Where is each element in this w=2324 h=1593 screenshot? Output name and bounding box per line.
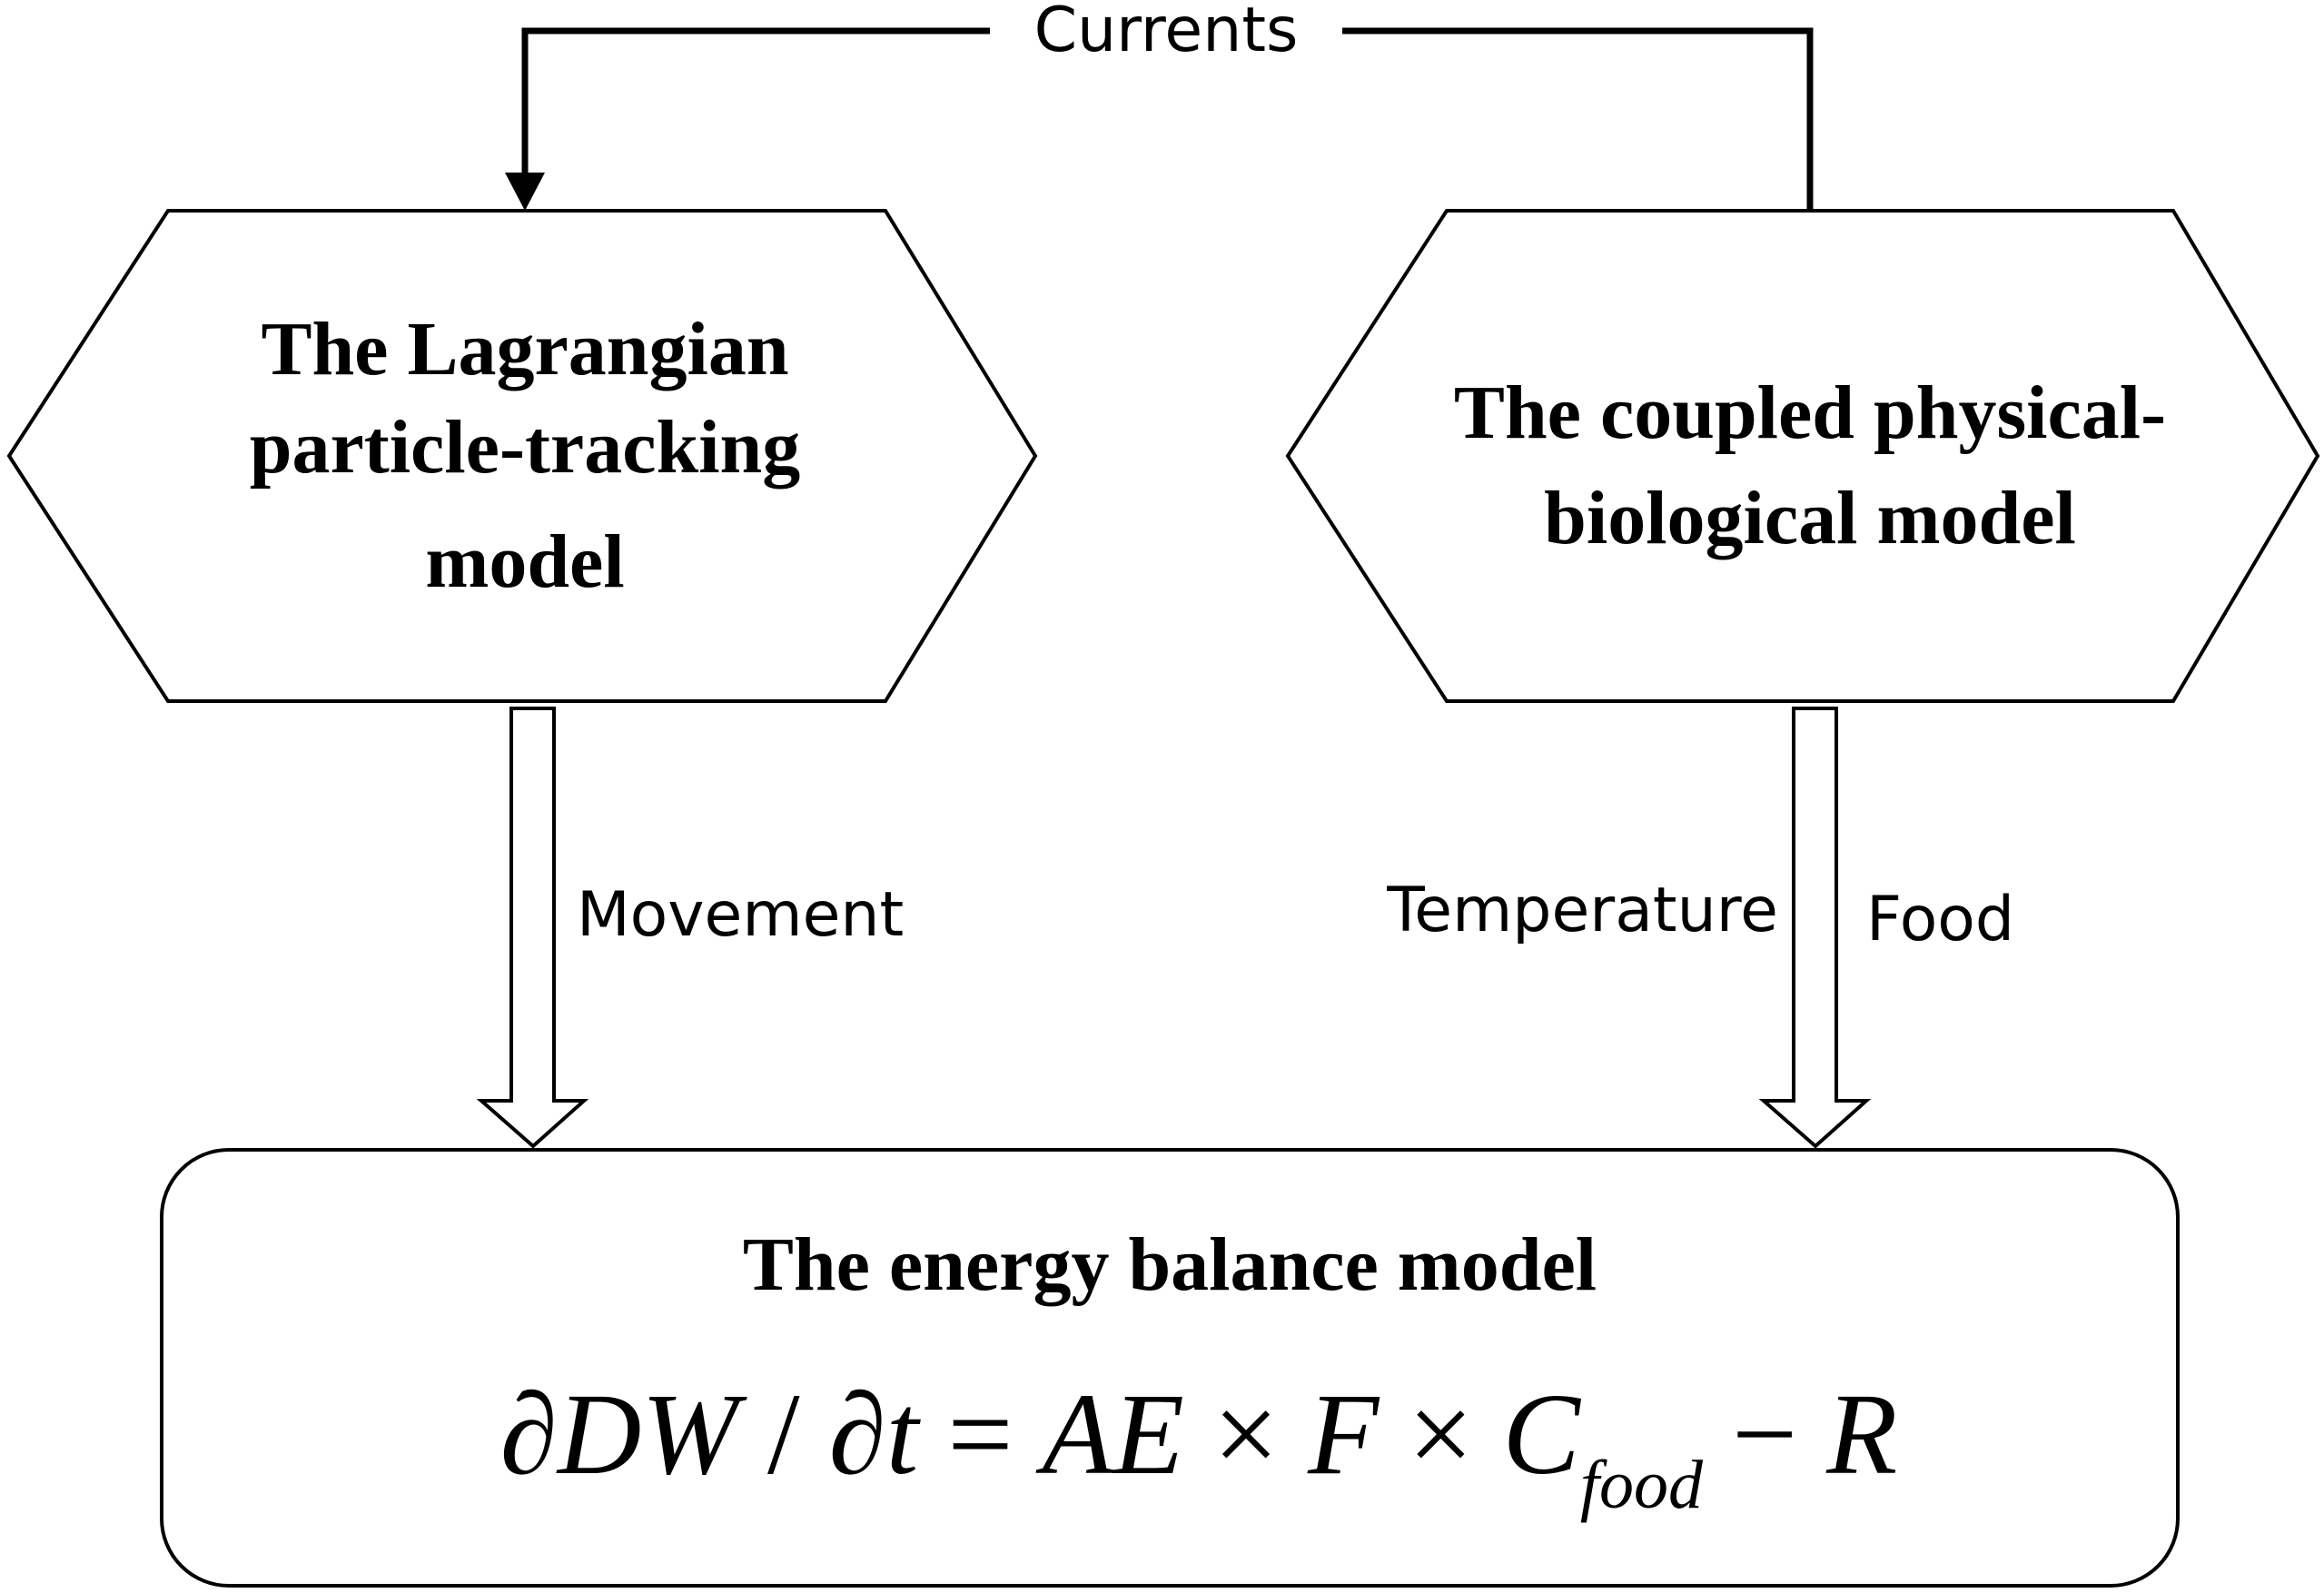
currents-line-left	[521, 27, 990, 182]
coupled-title-line-2: biological model	[1544, 476, 2076, 560]
formula-slash: /	[738, 1370, 829, 1499]
formula-c: C	[1502, 1370, 1581, 1499]
formula-t: t	[886, 1370, 922, 1499]
formula-times-1: ×	[1184, 1370, 1308, 1499]
formula-c-subscript: food	[1580, 1447, 1704, 1523]
lagrangian-model-node: The Lagrangian particle-tracking model	[6, 209, 1038, 703]
currents-arrowhead	[505, 173, 545, 211]
currents-line-right	[1342, 27, 1814, 211]
energy-balance-title: The energy balance model	[743, 1222, 1597, 1307]
formula-ae: AE	[1036, 1370, 1184, 1499]
formula-r: R	[1825, 1370, 1897, 1499]
energy-balance-node: The energy balance model ∂DW / ∂t = AE ×…	[160, 1148, 2180, 1588]
temperature-label: Temperature	[1386, 875, 1778, 946]
lagrangian-hexagon	[6, 209, 1038, 703]
lagrangian-title-line-3: model	[425, 519, 624, 604]
formula-equals: =	[918, 1370, 1042, 1499]
lagrangian-title-line-1: The Lagrangian	[261, 307, 788, 391]
formula-partial-1: ∂	[500, 1370, 558, 1499]
formula-times-2: ×	[1379, 1370, 1502, 1499]
formula-partial-2: ∂	[829, 1370, 886, 1499]
coupled-hexagon	[1285, 209, 2320, 703]
currents-connector: Currents	[505, 0, 1814, 211]
coupled-title-line-1: The coupled physical-	[1454, 371, 2166, 455]
energy-balance-box	[160, 1148, 2180, 1588]
energy-balance-formula: ∂DW / ∂t = AE × F × Cfood − R	[297, 1370, 2043, 1523]
coupled-model-node: The coupled physical- biological model	[1285, 209, 2320, 703]
food-label: Food	[1866, 884, 2014, 955]
formula-dw: DW	[556, 1370, 747, 1499]
lagrangian-title-line-2: particle-tracking	[250, 405, 801, 490]
currents-label: Currents	[1034, 0, 1299, 66]
formula-f: F	[1307, 1370, 1380, 1499]
temperature-food-block-arrow	[1758, 707, 1872, 1149]
movement-arrow: Movement	[476, 707, 904, 1149]
movement-label: Movement	[577, 879, 904, 951]
formula-minus: −	[1703, 1370, 1826, 1499]
movement-block-arrow	[476, 707, 589, 1149]
temperature-food-arrow: Temperature Food	[1386, 707, 2014, 1149]
